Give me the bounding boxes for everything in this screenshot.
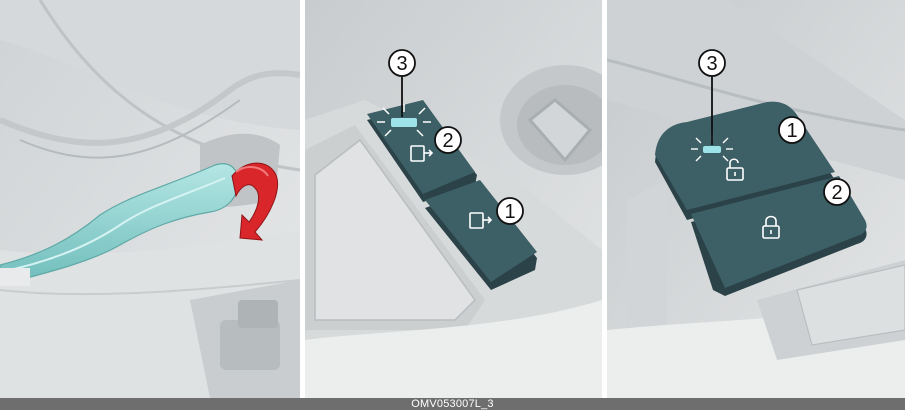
panel-door-handle [0, 0, 300, 398]
callout-1: 1 [497, 198, 523, 224]
callout-2: 2 [824, 179, 850, 205]
door-handle-illustration [0, 0, 300, 398]
caption-bar: OMV053007L_3 [0, 398, 905, 410]
panel-lock-unlock-buttons: 3 1 2 [607, 0, 905, 398]
svg-text:3: 3 [706, 53, 717, 75]
svg-text:3: 3 [396, 53, 407, 75]
callout-1: 1 [779, 117, 805, 143]
lock-unlock-buttons-illustration: 3 1 2 [607, 0, 905, 398]
door-lock-switch-illustration: 3 2 1 [305, 0, 602, 398]
panel-door-lock-switch: 3 2 1 [305, 0, 602, 398]
svg-text:1: 1 [504, 201, 515, 223]
callout-2: 2 [435, 127, 461, 153]
svg-text:2: 2 [442, 130, 453, 152]
figure-code: OMV053007L_3 [411, 398, 494, 410]
svg-text:1: 1 [786, 120, 797, 142]
svg-text:2: 2 [831, 182, 842, 204]
